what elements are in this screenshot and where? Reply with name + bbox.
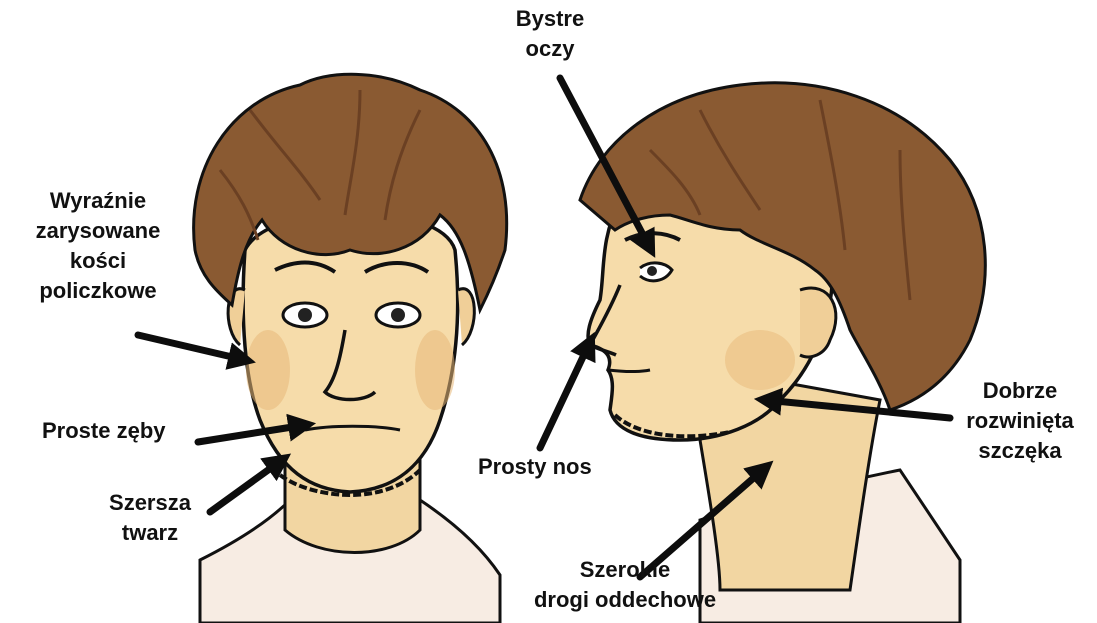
label-jaw: Dobrze rozwinięta szczęka bbox=[950, 376, 1090, 466]
label-airways: Szerokie drogi oddechowe bbox=[505, 555, 745, 615]
label-wide-face: Szersza twarz bbox=[100, 488, 200, 548]
front-face-illustration bbox=[194, 74, 507, 623]
label-nose: Prosty nos bbox=[478, 452, 592, 482]
label-cheekbones: Wyraźnie zarysowane kości policzkowe bbox=[18, 186, 178, 306]
arrow-nose bbox=[540, 342, 590, 448]
label-eyes: Bystre oczy bbox=[500, 4, 600, 64]
arrow-cheekbones bbox=[138, 335, 245, 360]
label-teeth: Proste zęby bbox=[42, 416, 166, 446]
arrow-wide-face bbox=[210, 460, 282, 512]
profile-face-illustration bbox=[580, 83, 985, 623]
